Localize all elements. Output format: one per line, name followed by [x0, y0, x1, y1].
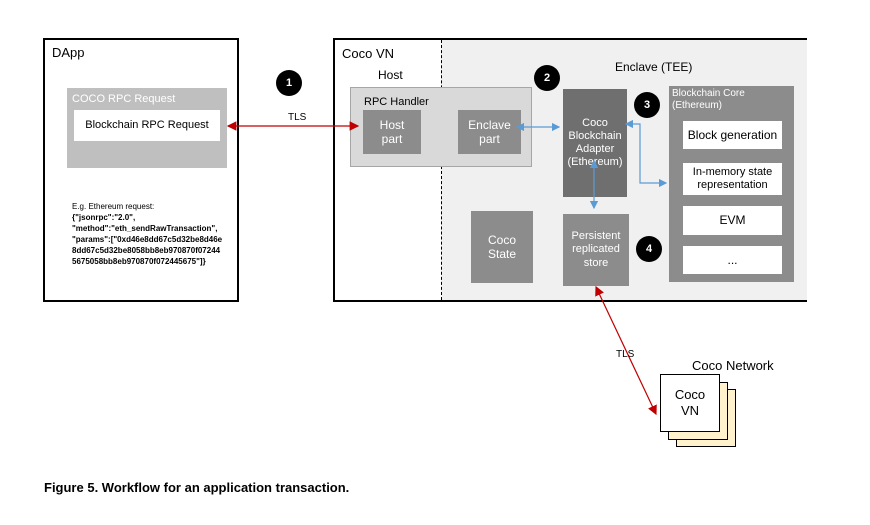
- figure-caption: Figure 5. Workflow for an application tr…: [44, 480, 350, 495]
- example-line-2: {"jsonrpc":"2.0",: [72, 213, 136, 222]
- network-node-front: Coco VN: [660, 374, 720, 432]
- host-part-box: Host part: [363, 110, 421, 154]
- blockchain-core-box: Blockchain Core (Ethereum) Block generat…: [669, 86, 794, 282]
- rpc-handler-box: RPC Handler Host part Enclave part: [350, 87, 532, 167]
- dapp-panel: DApp COCO RPC Request Blockchain RPC Req…: [43, 38, 239, 302]
- blockchain-rpc-request-box: Blockchain RPC Request: [74, 110, 220, 141]
- arrow-adapter-core: [624, 119, 668, 188]
- step-badge-2: 2: [534, 65, 560, 91]
- coco-rpc-request-box: COCO RPC Request Blockchain RPC Request: [67, 88, 227, 168]
- coco-network-title: Coco Network: [692, 358, 774, 373]
- example-line-1: E.g. Ethereum request:: [72, 202, 155, 211]
- example-line-4: "params":["0xd46e8dd67c5d32be8d46e: [72, 235, 223, 244]
- enclave-part-box: Enclave part: [458, 110, 521, 154]
- tls-label-bottom: TLS: [616, 349, 635, 360]
- core-item-evm: EVM: [683, 206, 782, 235]
- host-label: Host: [378, 68, 403, 82]
- tls-arrow-store-network: [595, 285, 657, 416]
- core-item-state-representation: In-memory state representation: [683, 163, 782, 195]
- coco-rpc-request-label: COCO RPC Request: [72, 93, 176, 105]
- tls-label-top: TLS: [288, 112, 307, 123]
- example-line-5: 8dd67c5d32be8058bb8eb970870f07244: [72, 246, 221, 255]
- core-item-block-generation: Block generation: [683, 121, 782, 149]
- dapp-title: DApp: [52, 45, 85, 60]
- step-badge-3: 3: [634, 92, 660, 118]
- core-item-more: ...: [683, 246, 782, 274]
- persistent-store-box: Persistent replicated store: [563, 214, 629, 286]
- step-badge-4: 4: [636, 236, 662, 262]
- example-line-6: 5675058bb8eb970870f072445675"]}: [72, 257, 206, 266]
- enclave-label: Enclave (TEE): [615, 60, 693, 74]
- rpc-handler-label: RPC Handler: [364, 96, 429, 108]
- example-line-3: "method":"eth_sendRawTransaction",: [72, 224, 218, 233]
- blockchain-core-title: Blockchain Core (Ethereum): [672, 88, 745, 111]
- coco-state-box: Coco State: [471, 211, 533, 283]
- step-badge-1: 1: [276, 70, 302, 96]
- coco-vn-panel: Coco VN Host Enclave (TEE) RPC Handler H…: [333, 38, 807, 302]
- coco-vn-title: Coco VN: [342, 46, 395, 61]
